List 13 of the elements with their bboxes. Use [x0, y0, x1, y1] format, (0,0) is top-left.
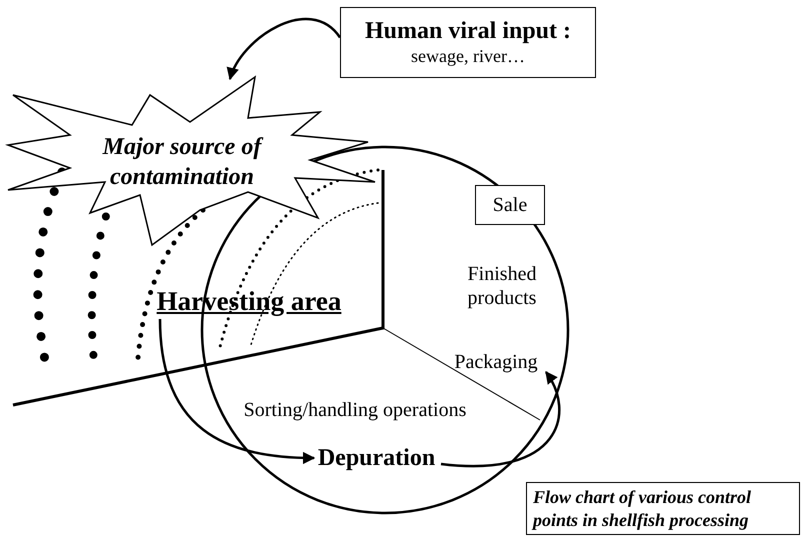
callout-text: Major source of contamination — [101, 133, 264, 192]
info-box — [340, 7, 596, 78]
step-label: Depuration — [314, 442, 439, 474]
step-label: Sorting/handling operations — [230, 395, 480, 425]
step-box: Sale — [475, 185, 545, 225]
caption: Flow chart of various control points in shellfish processing — [526, 482, 800, 535]
arrow — [228, 18, 341, 80]
step-label: Packaging — [448, 348, 544, 376]
heading: Human viral input : — [364, 17, 572, 46]
arrow — [158, 318, 316, 464]
description: sewage, river… — [411, 46, 525, 68]
step-label: Finished products — [462, 257, 542, 315]
arrow — [440, 370, 560, 468]
